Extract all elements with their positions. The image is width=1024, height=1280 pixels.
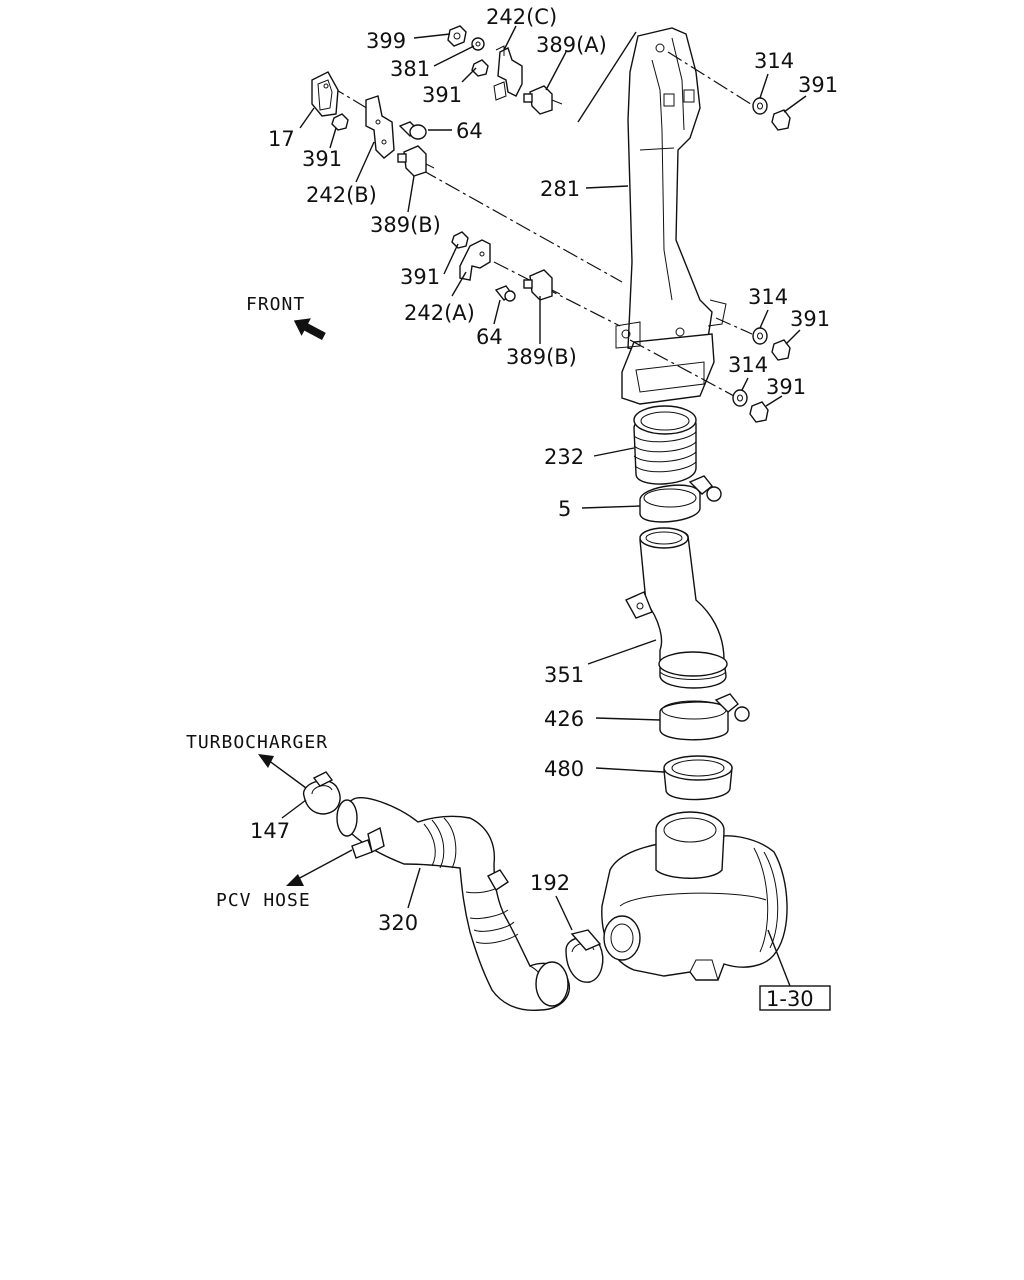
turbocharger-arrow-icon xyxy=(258,754,307,789)
label-242a: 242(A) xyxy=(404,301,475,325)
label-426: 426 xyxy=(544,707,584,731)
label-391-mid-right: 391 xyxy=(790,307,830,331)
label-399: 399 xyxy=(366,29,406,53)
label-147: 147 xyxy=(250,819,290,843)
label-351: 351 xyxy=(544,663,584,687)
label-281: 281 xyxy=(540,177,580,201)
label-232: 232 xyxy=(544,445,584,469)
label-314-mid: 314 xyxy=(748,285,788,309)
callout-front: FRONT xyxy=(246,294,305,315)
label-391-left: 391 xyxy=(302,147,342,171)
washer-381 xyxy=(471,37,485,51)
label-242b: 242(B) xyxy=(306,183,377,207)
reference-box xyxy=(759,985,831,1011)
bracket-242b xyxy=(365,95,395,159)
bracket-242a xyxy=(459,239,491,281)
pcv-hose-arrow-icon xyxy=(286,849,353,886)
label-314-low: 314 xyxy=(728,353,768,377)
clamp-426 xyxy=(659,693,750,741)
label-381: 381 xyxy=(390,57,430,81)
mount-389a xyxy=(523,85,563,115)
label-ref-1-30: 1-30 xyxy=(766,987,814,1011)
label-320: 320 xyxy=(378,911,418,935)
air-cleaner-body xyxy=(601,811,788,981)
nut-391-top xyxy=(471,59,489,77)
mount-389b-mid xyxy=(523,269,561,301)
label-314-top: 314 xyxy=(754,49,794,73)
label-389a: 389(A) xyxy=(536,33,607,57)
centerline-5 xyxy=(629,339,735,397)
label-242c: 242(C) xyxy=(486,5,557,29)
seal-480 xyxy=(663,755,733,801)
washer-314-low xyxy=(732,389,748,407)
leader-lines xyxy=(281,25,807,987)
bracket-242c xyxy=(493,45,523,101)
label-192: 192 xyxy=(530,871,570,895)
nut-391-mid-right xyxy=(771,339,791,361)
mount-389b-top xyxy=(397,145,435,177)
label-64-mid: 64 xyxy=(476,325,503,349)
callout-turbocharger: TURBOCHARGER xyxy=(186,732,328,753)
label-64-top: 64 xyxy=(456,119,483,143)
nut-391-left xyxy=(331,113,349,131)
clamp-147 xyxy=(303,771,341,815)
nut-399 xyxy=(447,25,467,47)
nut-391-mid xyxy=(451,231,469,249)
label-391-low-right: 391 xyxy=(766,375,806,399)
washer-314-top xyxy=(752,97,768,115)
label-391-top-right: 391 xyxy=(798,73,838,97)
centerline-4 xyxy=(715,317,753,335)
nut-391-low-right xyxy=(749,401,769,423)
pipe-351 xyxy=(625,527,728,689)
label-480: 480 xyxy=(544,757,584,781)
air-duct-281 xyxy=(615,27,727,405)
bolt-64-mid xyxy=(494,285,516,302)
hose-320 xyxy=(336,797,571,1011)
label-391-mid: 391 xyxy=(400,265,440,289)
clamp-5 xyxy=(639,475,722,523)
gasket-17 xyxy=(311,71,339,117)
clamp-192 xyxy=(565,929,604,983)
front-arrow-icon xyxy=(293,318,326,340)
label-389b-top: 389(B) xyxy=(370,213,441,237)
bellows-232 xyxy=(633,405,697,485)
label-391-top: 391 xyxy=(422,83,462,107)
label-17: 17 xyxy=(268,127,295,151)
bolt-64-top xyxy=(398,121,427,140)
label-389b-mid: 389(B) xyxy=(506,345,577,369)
label-5: 5 xyxy=(558,497,571,521)
callout-pcv-hose: PCV HOSE xyxy=(216,890,311,911)
nut-391-top-right xyxy=(771,109,791,131)
centerline-2 xyxy=(421,169,623,283)
centerline-3 xyxy=(493,261,621,327)
washer-314-mid xyxy=(752,327,768,345)
centerline-1 xyxy=(667,51,755,107)
